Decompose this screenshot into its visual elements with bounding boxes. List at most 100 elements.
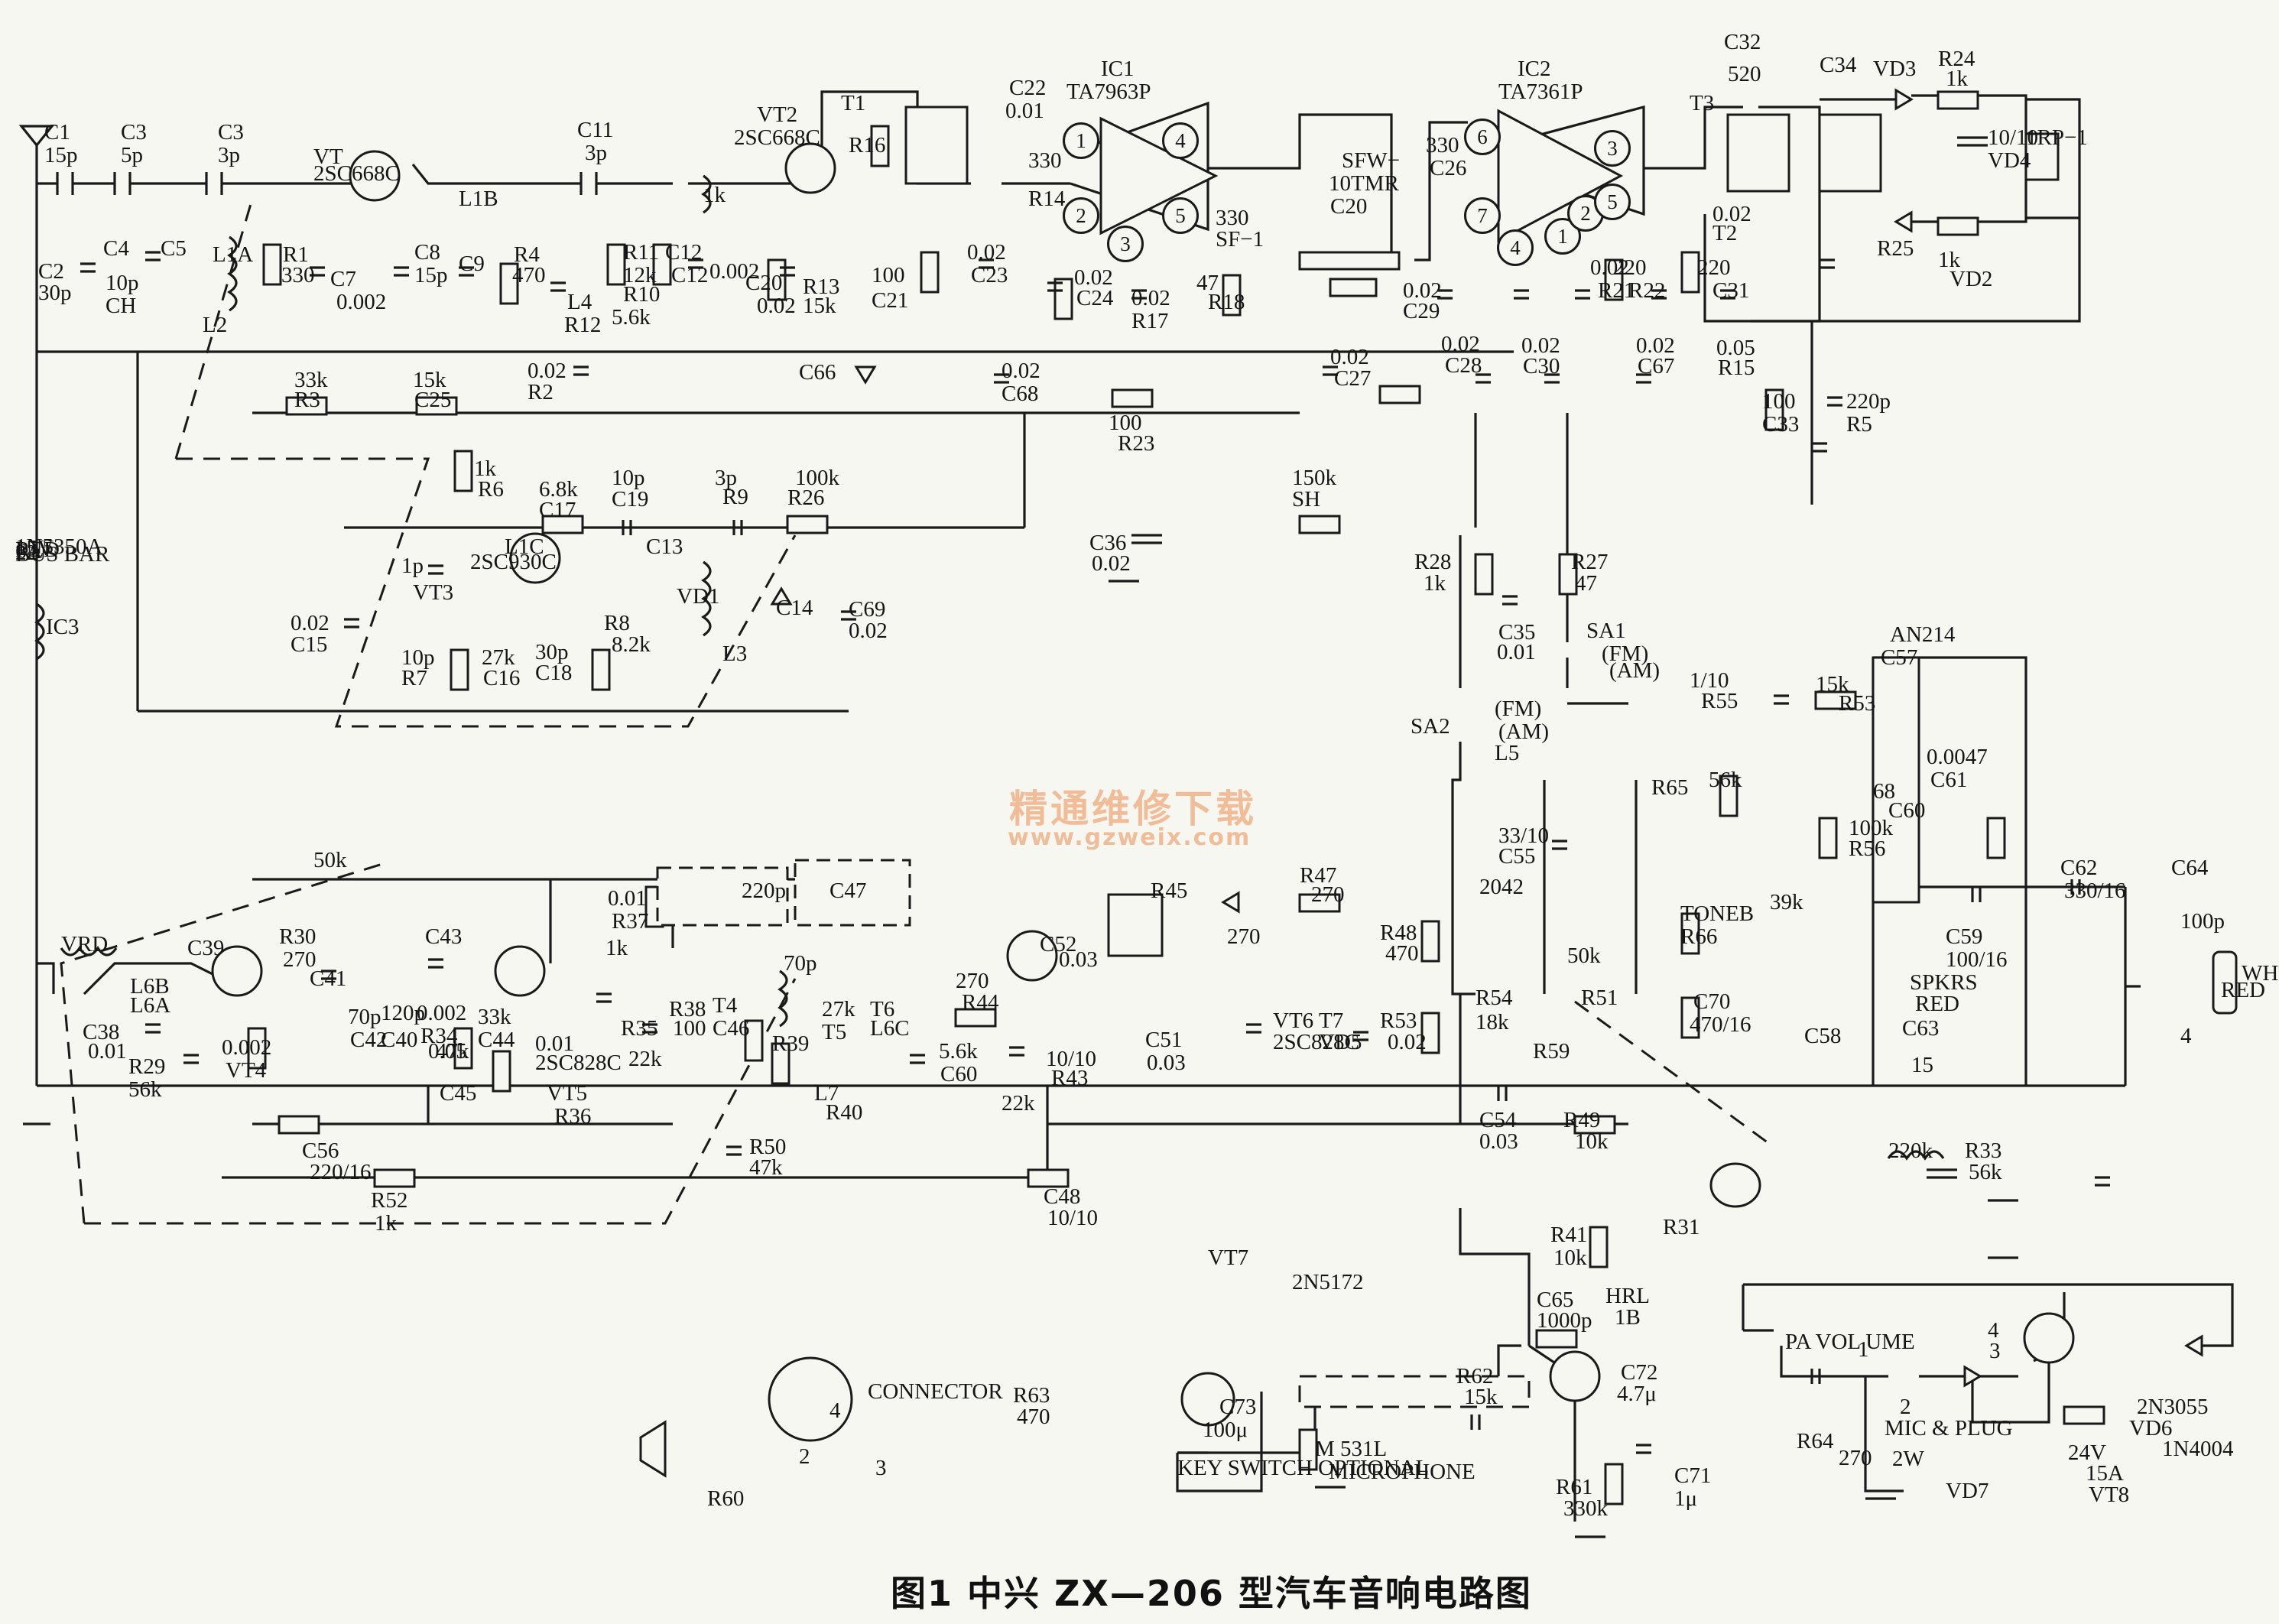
component-label: R29 <box>128 1054 166 1079</box>
component-label: 10p <box>612 466 645 490</box>
component-label: R66 <box>1680 924 1718 949</box>
component-label: 2SC828C <box>535 1051 622 1075</box>
component-label: C25 <box>414 388 452 412</box>
component-label: 0.01 <box>1005 99 1044 123</box>
component-label: C46 <box>713 1016 750 1041</box>
component-label: C59 <box>1946 924 1983 949</box>
component-label: M 531L <box>1315 1437 1388 1461</box>
ic1-pin-3: 3 <box>1107 226 1144 262</box>
component-label: C47 <box>829 879 867 903</box>
component-label: R5 <box>1846 412 1872 437</box>
component-label: 270 <box>1311 882 1345 907</box>
component-label: C58 <box>1804 1024 1842 1048</box>
component-label: (AM) <box>1609 658 1661 683</box>
component-label: C45 <box>440 1081 477 1106</box>
ground-symbols <box>23 580 2018 1538</box>
component-label: R10 <box>623 282 661 307</box>
component-label: 0.002 <box>709 259 760 284</box>
component-label: L1C <box>505 534 544 559</box>
component-label: 0.02 <box>291 611 330 635</box>
component-label: 50k <box>313 848 347 872</box>
component-label: L3 <box>722 641 748 666</box>
component-label: C48 <box>1044 1184 1081 1209</box>
component-label: C60 <box>1888 798 1926 823</box>
component-label: C55 <box>1498 844 1536 869</box>
component-label: 18k <box>1476 1010 1509 1034</box>
component-label: VT8 <box>2089 1483 2130 1507</box>
component-label: R53 <box>1839 691 1876 716</box>
component-label: C1 <box>44 120 70 145</box>
component-label: 220/16 <box>310 1160 372 1184</box>
component-label: R16 <box>849 133 886 158</box>
component-label: 4 <box>829 1398 841 1423</box>
component-label: 470 <box>512 263 546 287</box>
component-label: C51 <box>1145 1028 1183 1052</box>
component-label: 10p <box>106 271 139 295</box>
component-label: 220 <box>1613 255 1647 280</box>
component-label: C9 <box>459 252 485 276</box>
component-label: MIC & PLUG <box>1885 1416 2013 1440</box>
component-label: VD1 <box>677 584 720 609</box>
component-label: C68 <box>1002 382 1039 406</box>
component-label: 100k <box>795 466 839 490</box>
component-label: C71 <box>1674 1463 1712 1488</box>
transformers-and-coils <box>34 106 1945 1208</box>
component-label: 47k <box>436 1039 469 1064</box>
component-label: T7 <box>1319 1009 1344 1033</box>
component-label: C15 <box>291 632 328 657</box>
component-label: 4 <box>2180 1024 2192 1048</box>
component-label: 1k <box>703 183 726 207</box>
component-label: 1/10 <box>1690 668 1729 693</box>
component-label: 8.2k <box>612 632 651 657</box>
component-label: 330 <box>1216 206 1249 230</box>
component-label: 22k <box>628 1047 662 1071</box>
component-label: 3p <box>715 466 737 490</box>
component-label: (FM) <box>1495 697 1542 721</box>
component-label: C18 <box>535 661 573 685</box>
component-label: 330 <box>1028 148 1062 173</box>
component-label: 56k <box>128 1077 162 1102</box>
component-label: C17 <box>539 498 576 522</box>
component-label: C54 <box>1479 1108 1517 1132</box>
component-label: 100 <box>872 263 905 287</box>
component-label: VT3 <box>413 580 454 605</box>
component-label: 1k <box>1946 67 1968 91</box>
component-label: 0.01 <box>608 886 647 911</box>
component-label: VD6 <box>2129 1416 2173 1440</box>
component-label: C63 <box>1902 1016 1940 1041</box>
component-label: 2SC828C <box>1273 1030 1359 1054</box>
component-label: 330/16 <box>2064 879 2126 903</box>
component-label: 0.02 <box>967 240 1006 265</box>
component-label: C61 <box>1930 768 1968 792</box>
component-label: C41 <box>310 966 347 991</box>
component-label: R30 <box>279 924 317 949</box>
component-label: C3 <box>218 120 244 145</box>
component-label: R28 <box>1414 550 1452 574</box>
component-label: 10k <box>1553 1246 1587 1270</box>
component-label: C52 <box>1040 932 1077 957</box>
component-label: R49 <box>1563 1108 1601 1132</box>
component-label: 27k <box>482 645 515 670</box>
component-label: C44 <box>478 1028 515 1052</box>
component-label: 330 <box>1426 133 1459 158</box>
component-label: R22 <box>1628 278 1666 303</box>
component-label: RED <box>15 538 60 562</box>
component-label: 470/16 <box>1690 1012 1751 1037</box>
component-label: VT4 <box>226 1058 267 1083</box>
component-label: C12 <box>671 263 709 287</box>
component-label: R26 <box>787 486 825 510</box>
component-label: 5p <box>121 143 143 167</box>
component-label: L6B <box>130 974 170 999</box>
component-label: R53 <box>1380 1009 1417 1033</box>
component-label: 0.01 <box>1497 640 1536 664</box>
component-label: 0.02 <box>757 294 796 318</box>
component-label: C5 <box>161 236 187 261</box>
component-label: MICROPHONE <box>1329 1460 1476 1484</box>
component-label: L1B <box>459 187 498 211</box>
figure-caption: 图1 中兴 ZX—206 型汽车音响电路图 <box>891 1573 1532 1614</box>
component-label: R39 <box>772 1031 810 1056</box>
component-label: R4 <box>514 242 540 267</box>
component-label: R51 <box>1581 986 1618 1010</box>
component-label: 0.05 <box>428 1039 467 1064</box>
component-label: C60 <box>940 1062 978 1086</box>
